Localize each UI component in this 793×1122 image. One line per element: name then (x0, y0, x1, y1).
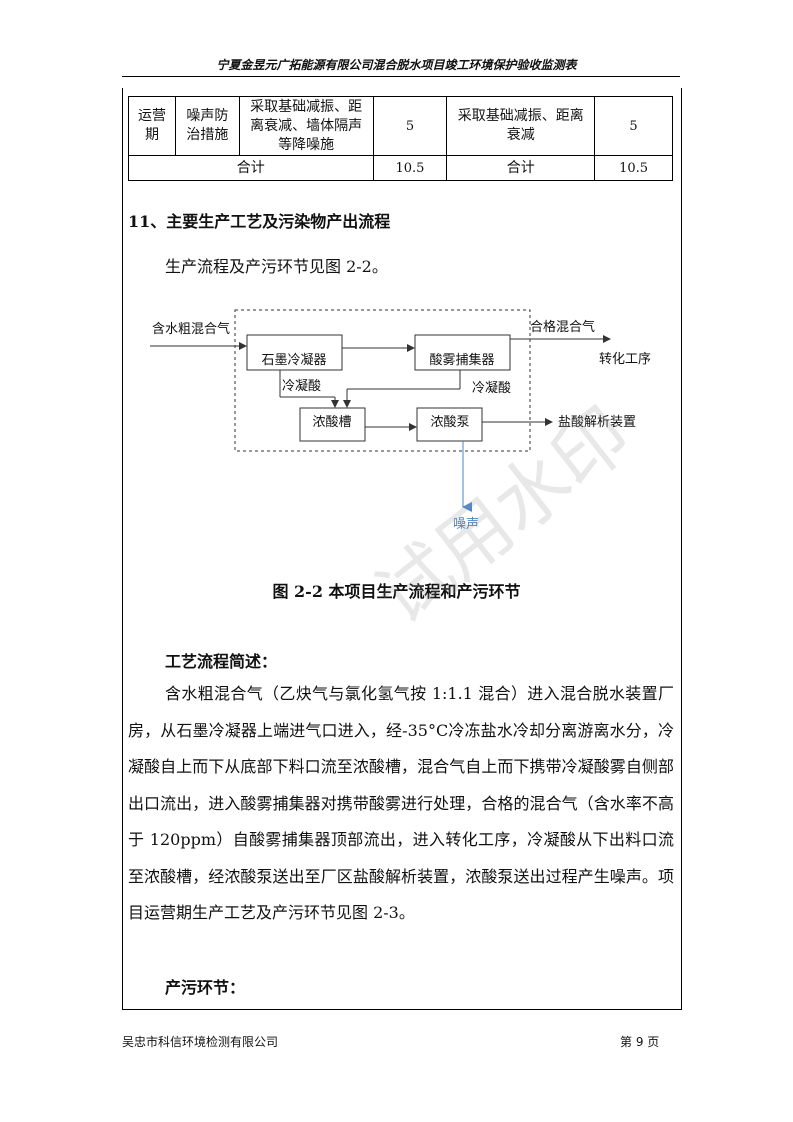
table-row: 运营 期 噪声防 治措施 采取基础减振、距 离衰减、墙体隔声 等降噪施 5 采取… (128, 96, 673, 156)
acid-pump-label: 浓酸泵 (430, 415, 469, 430)
actual-invest-cell: 5 (594, 96, 673, 156)
condensed-acid-left-label: 冷凝酸 (282, 378, 321, 394)
section-intro: 生产流程及产污环节见图 2-2。 (165, 257, 388, 276)
graphite-condenser-label: 石墨冷凝器 (261, 352, 326, 368)
header-rule (122, 76, 680, 77)
qualified-gas-label: 合格混合气 (530, 319, 595, 335)
page-header-title: 宁夏金昱元广拓能源有限公司混合脱水项目竣工环境保护验收监测表 (216, 58, 577, 72)
device-boundary (234, 309, 531, 452)
process-description: 含水粗混合气（乙炔气与氯化氢气按 1:1.1 混合）进入混合脱水装置厂房，从石墨… (128, 676, 674, 932)
planned-measure-cell: 采取基础减振、距 离衰减、墙体隔声 等降噪施 (238, 96, 374, 156)
graphite-condenser-box (246, 334, 343, 371)
environmental-investment-table: 运营 期 噪声防 治措施 采取基础减振、距 离衰减、墙体隔声 等降噪施 5 采取… (128, 96, 673, 181)
acid-mist-collector-box (414, 334, 511, 371)
total-planned: 10.5 (372, 155, 448, 181)
hcl-desorption-label: 盐酸解析装置 (558, 415, 636, 430)
process-paragraph: 含水粗混合气（乙炔气与氯化氢气按 1:1.1 混合）进入混合脱水装置厂房，从石墨… (128, 684, 674, 922)
planned-invest-cell: 5 (372, 96, 448, 156)
actual-measure-cell: 采取基础减振、距离 衰减 (446, 96, 596, 156)
acid-tank-label: 浓酸槽 (312, 415, 351, 430)
total-actual: 10.5 (594, 155, 673, 181)
total-label-left: 合计 (128, 155, 374, 181)
conversion-label: 转化工序 (599, 352, 651, 367)
section-title: 11、主要生产工艺及污染物产出流程 (128, 212, 391, 231)
phase-cell: 运营 期 (128, 96, 176, 156)
footer-company: 吴忠市科信环境检测有限公司 (122, 1035, 279, 1049)
acid-tank-box (299, 407, 366, 442)
pollution-heading: 产污环节： (165, 978, 246, 997)
process-heading: 工艺流程简述： (165, 652, 278, 671)
condensed-acid-right-label: 冷凝酸 (472, 380, 511, 396)
figure-caption: 图 2-2 本项目生产流程和产污环节 (272, 582, 521, 601)
acid-mist-collector-label: 酸雾捕集器 (429, 352, 494, 368)
table-row-total: 合计 10.5 合计 10.5 (128, 155, 673, 181)
item-cell: 噪声防 治措施 (174, 96, 240, 156)
noise-label: 噪声 (453, 517, 479, 532)
content-frame (122, 88, 682, 1010)
footer-page-number: 第 9 页 (620, 1035, 660, 1049)
input-gas-label: 含水粗混合气 (152, 321, 230, 337)
total-label-right: 合计 (446, 155, 596, 181)
process-flow-diagram: 含水粗混合气 石墨冷凝器 酸雾捕集器 合格混合气 转化工序 冷凝酸 冷凝酸 浓酸… (150, 309, 651, 532)
acid-pump-box (416, 407, 483, 442)
